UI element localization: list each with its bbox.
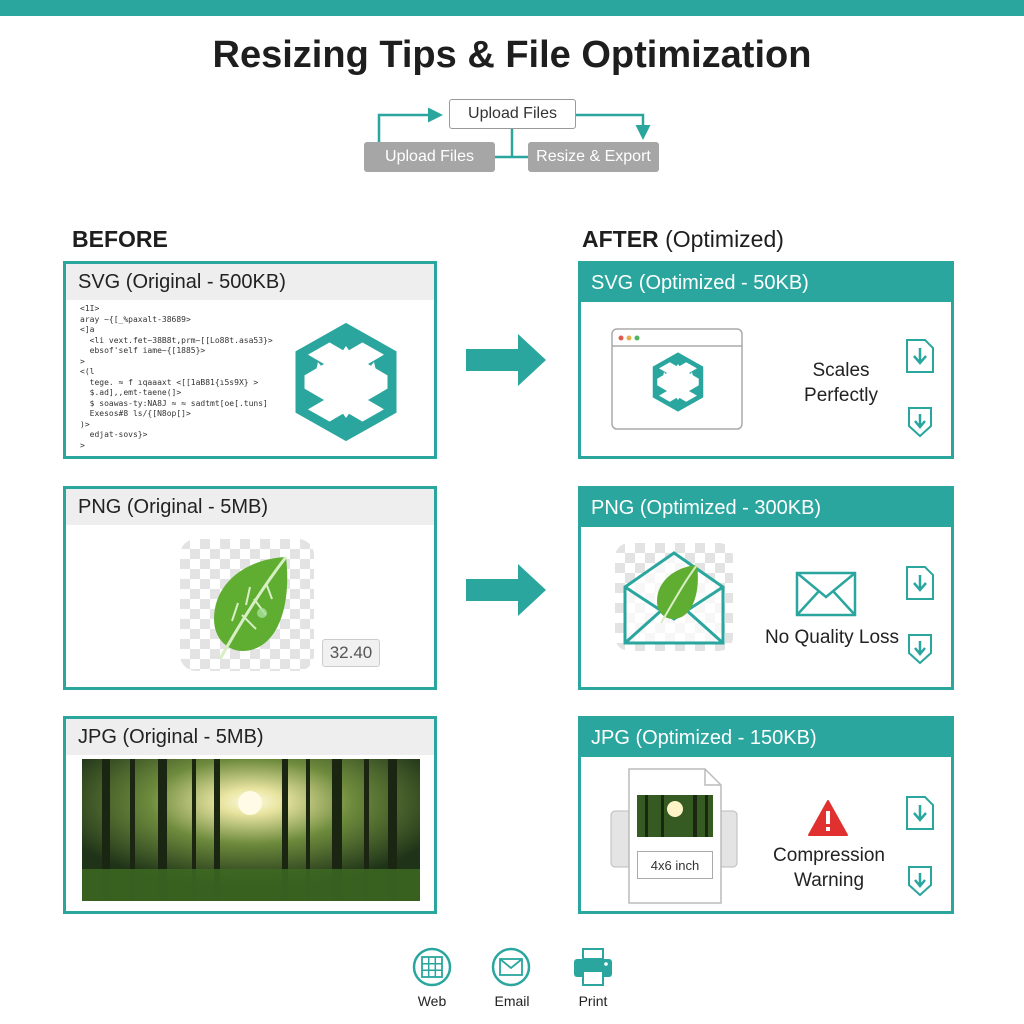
printer-icon[interactable] [572, 947, 614, 987]
code-line: <1I> [80, 304, 100, 313]
jpg-compression-warning-caption: Compression Warning [773, 845, 885, 891]
after-png-panel: PNG (Optimized - 300KB) No Quality Loss [578, 486, 954, 690]
before-png-panel: PNG (Original - 5MB) 32.40 [63, 486, 437, 690]
code-line: )> [80, 419, 90, 429]
top-accent-bar [0, 0, 1024, 16]
flow-upload-files-step: Upload Files [364, 142, 495, 172]
output-web-label: Web [417, 993, 447, 1009]
download-icon[interactable] [905, 338, 935, 374]
code-line: tege. ≈ f ıqaaaxt <[[1aB81{ı5s9X} > [80, 377, 259, 387]
code-line: <]a [80, 325, 95, 334]
output-print-label: Print [578, 993, 608, 1009]
download-shield-icon[interactable] [907, 633, 933, 665]
before-jpg-title: JPG (Original - 5MB) [66, 719, 434, 755]
triangle-logo-icon [295, 322, 397, 442]
before-heading: BEFORE [72, 226, 168, 252]
after-svg-panel: SVG (Optimized - 50KB) [578, 261, 954, 459]
code-line: $ soawas-ty:NA8J ≈ ≈ sadtmt[oe[.tuns] [80, 398, 268, 408]
arrow-right-icon-1 [466, 334, 546, 386]
arrow-right-icon-2 [466, 564, 546, 616]
envelope-icon[interactable] [491, 947, 531, 987]
after-svg-title: SVG (Optimized - 50KB) [581, 264, 951, 302]
after-png-title: PNG (Optimized - 300KB) [581, 489, 951, 527]
png-no-quality-loss-caption: No Quality Loss [764, 627, 900, 648]
leaf-icon [214, 556, 288, 660]
svg-scales-caption: Scales Perfectly [804, 360, 878, 406]
before-svg-panel: SVG (Original - 500KB) <1I>aray ~{[_%pax… [63, 261, 437, 459]
globe-grid-icon[interactable] [412, 947, 452, 987]
svg-code-listing: <1I>aray ~{[_%paxalt-38689><]a <li vext.… [80, 304, 300, 451]
output-email-label: Email [494, 993, 530, 1009]
browser-window-icon [611, 328, 743, 430]
print-document-icon [610, 768, 738, 904]
flow-upload-files-top: Upload Files [449, 99, 576, 129]
download-icon[interactable] [905, 795, 935, 831]
page-title: Resizing Tips & File Optimization [212, 34, 812, 76]
code-line: <(l [80, 367, 95, 376]
code-line: ebsof'self iame~{[1885}> [80, 346, 206, 355]
before-svg-title: SVG (Original - 500KB) [66, 264, 434, 300]
download-icon[interactable] [905, 565, 935, 601]
flow-resize-export-step: Resize & Export [528, 142, 659, 172]
warning-icon [808, 800, 848, 836]
after-heading: AFTER (Optimized) [582, 226, 784, 252]
jpg-inch-label: 4x6 inch [637, 851, 713, 879]
envelope-leaf-icon [623, 551, 725, 645]
png-size-badge: 32.40 [322, 639, 380, 667]
code-line: aray ~{[_%paxalt-38689> [80, 314, 191, 324]
code-line: edjat-sovs}> [80, 430, 148, 439]
forest-photo [82, 759, 420, 901]
download-shield-icon[interactable] [907, 406, 933, 438]
code-line: Exesos#8 ls/{[N8op[]> [80, 409, 191, 418]
before-jpg-panel: JPG (Original - 5MB) [63, 716, 437, 914]
after-jpg-title: JPG (Optimized - 150KB) [581, 719, 951, 757]
after-jpg-panel: JPG (Optimized - 150KB) 4x6 inch Compres… [578, 716, 954, 914]
download-shield-icon[interactable] [907, 865, 933, 897]
before-png-title: PNG (Original - 5MB) [66, 489, 434, 525]
envelope-icon [795, 571, 857, 617]
code-line: > [80, 356, 85, 366]
code-line: <li vext.fet~38B8t,prm~[[Lo88t.asa53}> [80, 335, 273, 345]
code-line: $.ad],,emt-taene(]> [80, 388, 182, 397]
code-line: > [80, 440, 85, 450]
